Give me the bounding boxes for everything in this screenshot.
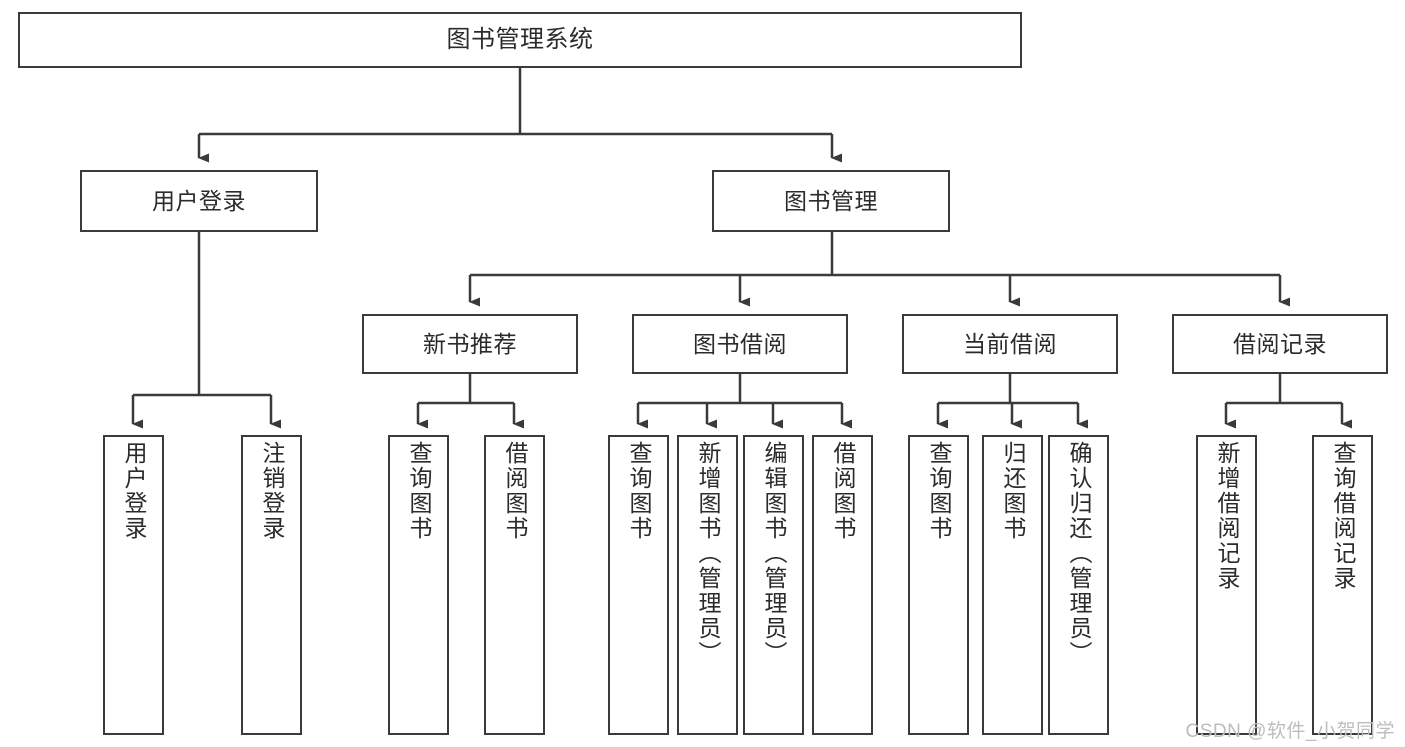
node-leaf-query-book-current[interactable]: 查询图书 [908,435,969,735]
node-label: 新书推荐 [423,330,517,357]
node-label: 新增借阅记录 [1214,441,1240,591]
watermark: CSDN @软件_小贺同学 [1185,721,1395,742]
node-leaf-confirm-return-admin[interactable]: 确认归还（管理员） [1048,435,1109,735]
node-label: 借阅图书 [830,441,856,541]
node-leaf-borrow-book[interactable]: 借阅图书 [812,435,873,735]
node-label: 图书管理系统 [446,26,594,54]
node-label: 查询图书 [406,441,432,541]
node-label: 图书管理 [784,187,878,214]
node-leaf-user-login[interactable]: 用户登录 [103,435,164,735]
node-leaf-query-book-recommend[interactable]: 查询图书 [388,435,449,735]
node-current-borrow[interactable]: 当前借阅 [902,314,1118,374]
node-leaf-logout-login[interactable]: 注销登录 [241,435,302,735]
node-label: 查询图书 [626,441,652,541]
node-borrow-record[interactable]: 借阅记录 [1172,314,1388,374]
node-label: 借阅图书 [502,441,528,541]
node-leaf-borrow-book-recommend[interactable]: 借阅图书 [484,435,545,735]
node-leaf-add-borrow-record[interactable]: 新增借阅记录 [1196,435,1257,735]
node-new-book-recommend[interactable]: 新书推荐 [362,314,578,374]
node-book-management[interactable]: 图书管理 [712,170,950,232]
node-label: 确认归还（管理员） [1066,441,1092,666]
node-label: 用户登录 [121,441,147,541]
node-label: 当前借阅 [963,330,1057,357]
node-label: 查询借阅记录 [1330,441,1356,591]
node-label: 图书借阅 [693,330,787,357]
node-label: 借阅记录 [1233,330,1327,357]
node-leaf-return-book[interactable]: 归还图书 [982,435,1043,735]
node-label: 编辑图书（管理员） [761,441,787,666]
node-user-login[interactable]: 用户登录 [80,170,318,232]
node-label: 归还图书 [1000,441,1026,541]
node-leaf-query-borrow-record[interactable]: 查询借阅记录 [1312,435,1373,735]
node-label: 注销登录 [259,441,285,541]
node-book-borrow[interactable]: 图书借阅 [632,314,848,374]
node-root-library-management-system[interactable]: 图书管理系统 [18,12,1022,68]
node-label: 用户登录 [152,187,246,214]
node-leaf-query-book-borrow[interactable]: 查询图书 [608,435,669,735]
node-label: 查询图书 [926,441,952,541]
node-leaf-edit-book-admin[interactable]: 编辑图书（管理员） [743,435,804,735]
node-label: 新增图书（管理员） [695,441,721,666]
node-leaf-add-book-admin[interactable]: 新增图书（管理员） [677,435,738,735]
